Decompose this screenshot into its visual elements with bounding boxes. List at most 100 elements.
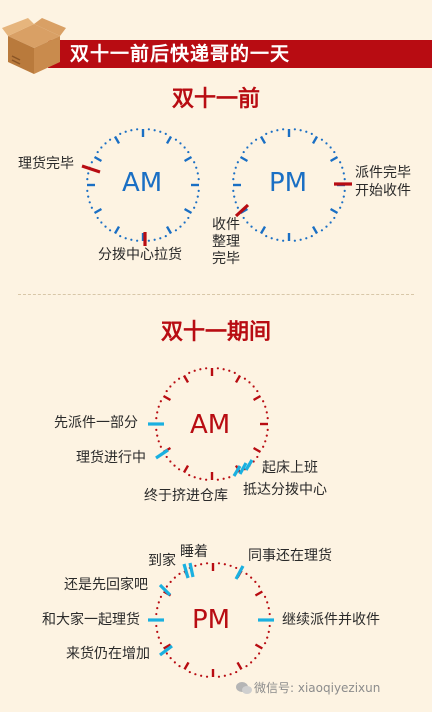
header-banner	[48, 40, 432, 68]
clock-minute-dot	[250, 661, 253, 664]
label-sleep: 睡着	[180, 544, 208, 560]
clock-minute-dot	[155, 612, 158, 616]
clock-minute-dot	[246, 221, 249, 224]
clock-hour-tick	[113, 135, 121, 145]
clock-minute-dot	[265, 411, 268, 414]
label-collect-done-2: 整理	[212, 234, 240, 250]
clock-minute-dot	[310, 235, 313, 238]
clock-minute-dot	[266, 417, 269, 420]
clock-minute-dot	[124, 130, 127, 133]
label-home: 到家	[148, 553, 176, 569]
clock-minute-dot	[193, 476, 196, 479]
clock-minute-dot	[179, 225, 182, 228]
label-get-up: 起床上班	[262, 460, 318, 476]
clock-minute-dot	[229, 564, 232, 567]
label-continue: 继续派件并收件	[282, 612, 380, 628]
clock-minute-dot	[173, 464, 176, 467]
clock-minute-dot	[205, 478, 208, 481]
clock-minute-dot	[339, 161, 342, 164]
clock-minute-dot	[329, 146, 332, 149]
label-colleague: 同事还在理货	[248, 548, 332, 564]
clock-minute-dot	[96, 150, 99, 154]
clock-minute-dot	[229, 673, 232, 676]
clock-minute-dot	[341, 166, 344, 169]
section-title-before: 双十一前	[171, 87, 260, 112]
clock-minute-dot	[159, 237, 162, 240]
clock-minute-dot	[268, 624, 271, 628]
clock-hour-tick	[162, 394, 172, 402]
clock-minute-dot	[155, 417, 158, 420]
clock-hour-tick	[183, 155, 193, 163]
wechat-icon	[236, 682, 252, 694]
clock-minute-dot	[183, 221, 186, 224]
clock-minute-dot	[342, 172, 345, 175]
clock-minute-dot	[193, 369, 196, 372]
clock-minute-dot	[88, 201, 91, 204]
clock-minute-dot	[205, 562, 209, 565]
clock-hour-tick	[254, 643, 263, 650]
clock-minute-dot	[234, 166, 237, 169]
clock-minute-dot	[250, 576, 253, 579]
clock-minute-dot	[179, 142, 182, 145]
marker-sorting	[155, 448, 169, 460]
am-label-during: AM	[190, 410, 231, 440]
marker-collect-done	[234, 203, 250, 218]
clock-minute-dot	[155, 624, 158, 628]
clock-minute-dot	[169, 460, 172, 463]
clock-minute-dot	[159, 445, 162, 448]
clock-minute-dot	[200, 563, 203, 566]
marker-get-up	[244, 459, 254, 471]
clock-hour-tick	[252, 394, 262, 402]
clock-minute-dot	[188, 371, 191, 374]
clock-minute-dot	[320, 229, 324, 232]
clock-minute-dot	[156, 434, 159, 437]
clock-minute-dot	[299, 129, 302, 132]
clock-minute-dot	[119, 132, 122, 135]
clock-minute-dot	[164, 235, 167, 238]
clock-minute-dot	[222, 477, 225, 480]
clock-minute-dot	[194, 564, 197, 567]
clock-minute-dot	[228, 476, 231, 479]
clock-minute-dot	[276, 129, 279, 132]
clock-minute-dot	[159, 642, 163, 645]
clock-minute-dot	[216, 367, 219, 370]
clock-minute-dot	[86, 178, 89, 181]
clock-hour-tick	[311, 225, 319, 235]
clock-minute-dot	[169, 385, 172, 388]
marker-sorting-done	[81, 164, 101, 174]
clock-minute-dot	[199, 368, 202, 371]
clock-minute-dot	[233, 195, 236, 198]
clock-minute-dot	[267, 607, 270, 610]
section-title-during: 双十一期间	[160, 320, 271, 345]
clock-minute-dot	[159, 400, 162, 403]
clock-minute-dot	[254, 138, 258, 141]
label-still-increasing: 来货仍在增加	[66, 646, 150, 662]
clock-minute-dot	[178, 665, 181, 668]
clock-minute-dot	[293, 239, 296, 242]
clock-minute-dot	[153, 238, 156, 241]
clock-minute-dot	[254, 229, 258, 232]
clock-minute-dot	[197, 178, 200, 181]
clock-minute-dot	[305, 130, 308, 133]
clock-minute-dot	[236, 206, 239, 209]
clock-minute-dot	[222, 368, 225, 371]
clock-minute-dot	[232, 189, 235, 192]
clock-minute-dot	[165, 652, 168, 655]
clock-minute-dot	[325, 225, 328, 228]
clock-minute-dot	[187, 150, 190, 154]
clock-minute-dot	[174, 138, 178, 141]
clock-minute-dot	[325, 142, 328, 145]
clock-hour-tick	[93, 155, 103, 163]
clock-minute-dot	[320, 138, 324, 141]
label-collect-done-3: 完毕	[212, 251, 240, 267]
clock-minute-dot	[217, 562, 221, 565]
clock-minute-dot	[282, 128, 285, 131]
clock-minute-dot	[256, 455, 259, 459]
clock-minute-dot	[188, 670, 191, 674]
clock-minute-dot	[228, 369, 231, 372]
clock-minute-dot	[266, 428, 269, 431]
clock-minute-dot	[104, 142, 107, 145]
marker-go-home	[158, 583, 172, 597]
